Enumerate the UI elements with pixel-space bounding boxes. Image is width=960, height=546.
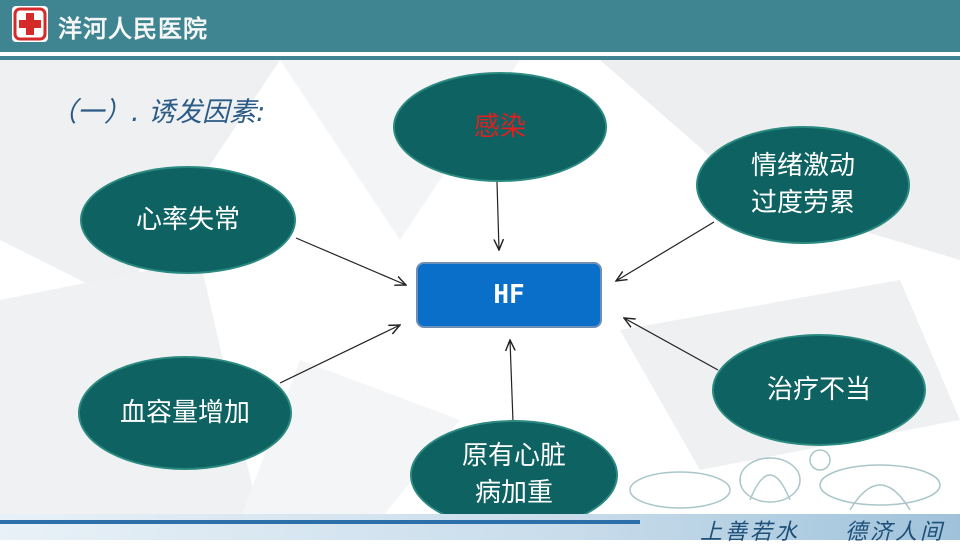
factor-arrhythmia-label: 心率失常 [135, 204, 240, 235]
factor-volume: 血容量增加 [78, 356, 292, 470]
factor-emotion-line2: 过度劳累 [750, 188, 855, 218]
factor-arrhythmia: 心率失常 [80, 166, 296, 274]
hospital-logo [12, 6, 48, 42]
factor-emotion-line1: 情绪激动 [750, 151, 855, 181]
red-cross-icon [13, 7, 47, 41]
hf-label: HF [493, 280, 525, 310]
factor-volume-label: 血容量增加 [119, 397, 250, 428]
factor-disease-line1: 原有心脏 [461, 441, 566, 471]
factor-disease-line2: 病加重 [474, 478, 553, 508]
hf-center-box: HF [416, 262, 602, 328]
factor-infection: 感染 [393, 72, 607, 182]
lotus-decoration [629, 449, 941, 511]
factor-treatment: 治疗不当 [712, 334, 926, 446]
footer-band [0, 514, 960, 540]
motto-left: 上善若水 [700, 520, 801, 545]
factor-treatment-label: 治疗不当 [766, 374, 871, 405]
hospital-name: 洋河人民医院 [58, 15, 208, 43]
factor-infection-label: 感染 [473, 111, 526, 142]
motto-right: 德济人间 [845, 520, 946, 545]
section-title: （一）. 诱发因素: [50, 97, 266, 128]
header-divider [0, 56, 960, 60]
factor-emotion: 情绪激动 过度劳累 [696, 126, 910, 244]
factor-disease: 原有心脏 病加重 [410, 420, 618, 530]
footer-strip [0, 520, 640, 524]
header-bar [0, 0, 960, 52]
